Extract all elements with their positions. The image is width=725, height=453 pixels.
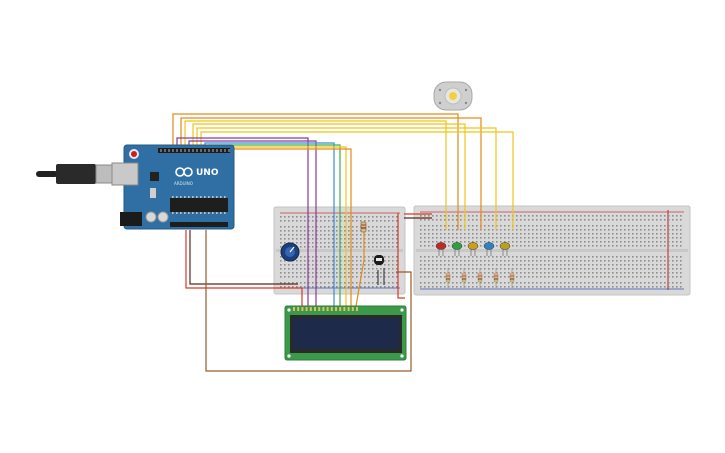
wire-motor-orange (172, 113, 459, 230)
resistors[interactable] (445, 268, 515, 288)
led[interactable] (451, 242, 463, 257)
resistor[interactable] (461, 268, 467, 288)
wire-red-power (185, 230, 303, 306)
lcd-pins (293, 307, 358, 311)
leds[interactable] (435, 242, 511, 257)
transistor[interactable] (374, 255, 384, 265)
atmega-chip-pins (172, 196, 226, 214)
crystal (150, 188, 156, 198)
lcd-16x2[interactable] (284, 305, 407, 361)
led[interactable] (499, 242, 511, 257)
usb-port (111, 162, 139, 186)
lcd-screen (293, 318, 399, 349)
wire-yellow-3 (196, 127, 497, 230)
wire-brown-gnd (205, 230, 412, 372)
capacitor-1 (145, 211, 157, 223)
digital-pins (160, 149, 230, 152)
motor-shaft (449, 92, 457, 100)
wire-purple-1 (176, 137, 309, 306)
resistor[interactable] (445, 268, 451, 288)
wire-red-bb (397, 213, 405, 299)
resistor[interactable] (509, 268, 515, 288)
reset-button[interactable] (131, 151, 137, 157)
resistor[interactable] (493, 268, 499, 288)
breadboard-large-holes (420, 215, 682, 288)
breadboard-small-holes (280, 216, 398, 288)
wire-yellow-2 (192, 123, 466, 230)
power-jack (120, 212, 142, 226)
wire-yellow-1 (184, 120, 447, 230)
arduino-brand-label: ARDUINO (174, 181, 193, 186)
potentiometer[interactable] (280, 242, 300, 262)
wire-orange-lcd (355, 232, 365, 307)
arduino-uno[interactable]: UNO ARDUINO (36, 144, 235, 230)
wire-dark-gnd (189, 230, 298, 285)
wire-orange-1 (180, 117, 482, 230)
resistor[interactable] (477, 268, 483, 288)
resistor-small[interactable] (360, 221, 367, 233)
led[interactable] (467, 242, 479, 257)
atmega-chip (170, 198, 228, 212)
led[interactable] (483, 242, 495, 257)
usb-plug (56, 164, 96, 184)
usb-chip (150, 172, 159, 181)
uno-label: UNO (196, 168, 219, 178)
usb-connector (95, 164, 115, 184)
dc-motor[interactable] (433, 81, 473, 111)
led[interactable] (435, 242, 447, 257)
capacitor-2 (157, 211, 169, 223)
arduino-logo-icon (175, 167, 193, 177)
analog-header (170, 222, 228, 227)
usb-cable (36, 171, 58, 177)
breadboard-large[interactable] (413, 205, 691, 296)
